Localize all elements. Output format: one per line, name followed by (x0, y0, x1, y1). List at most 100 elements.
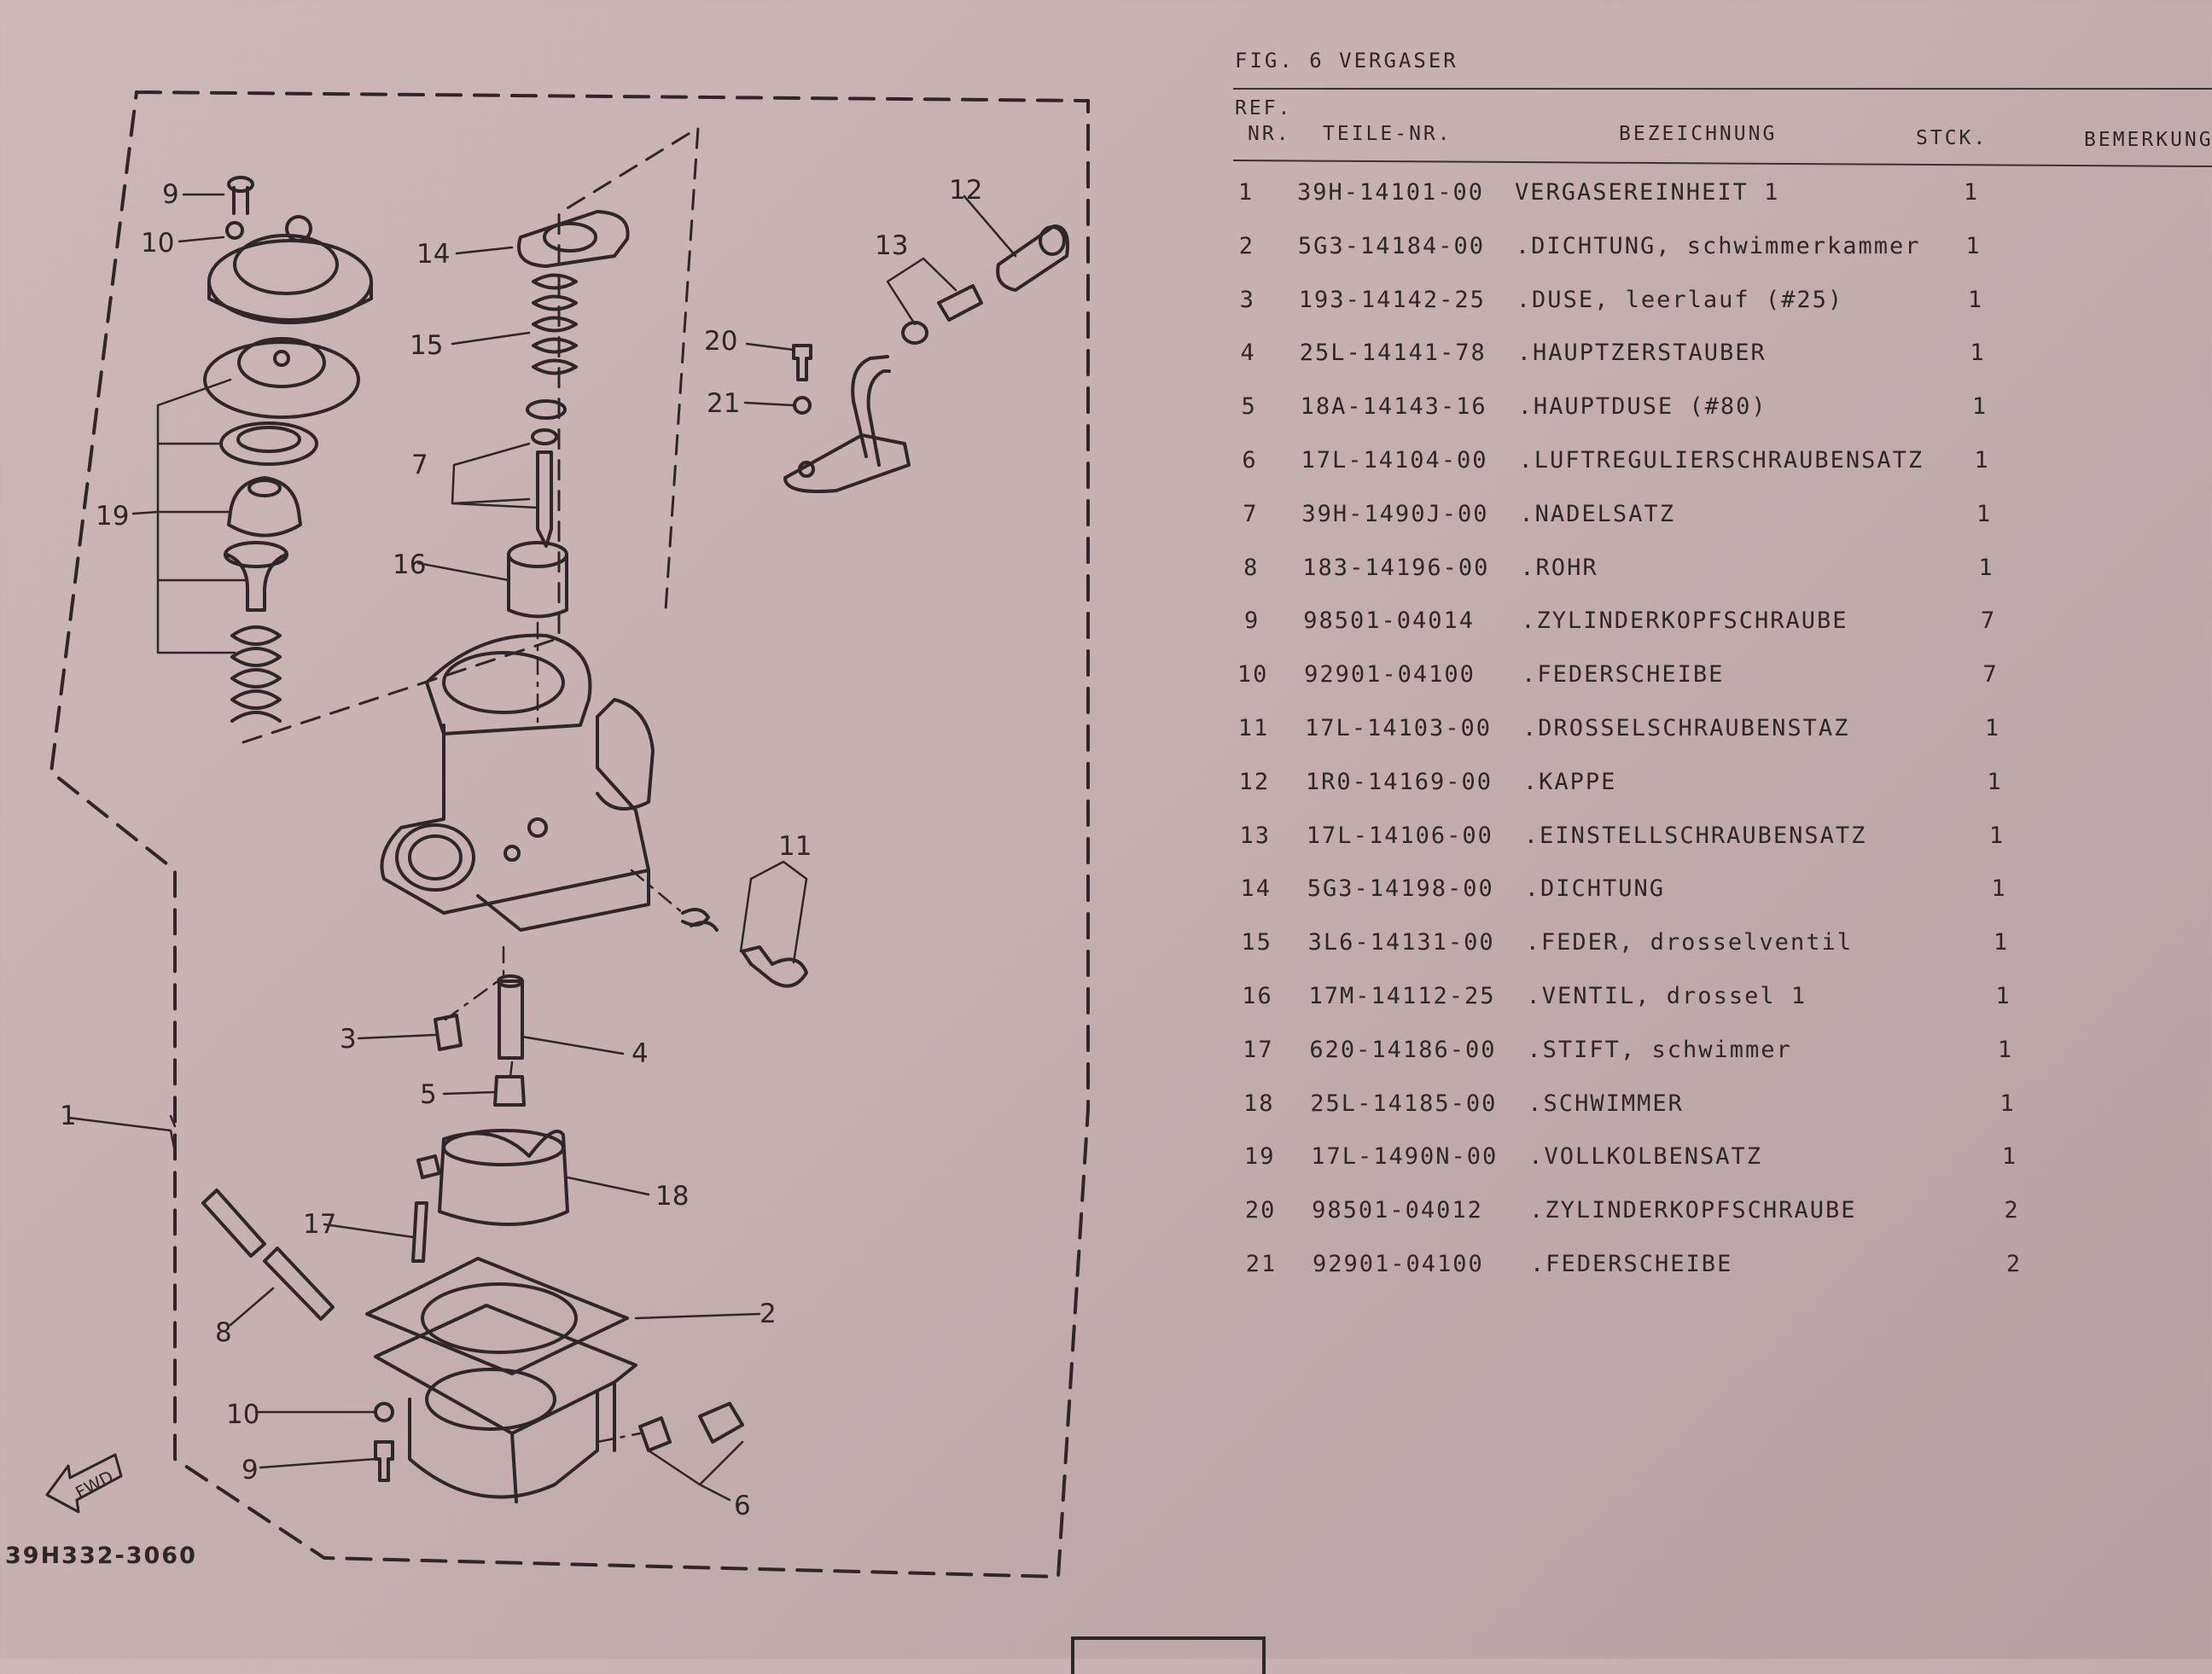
ref-cell: 21 (1244, 1251, 1278, 1277)
part-number-cell: 92901-04100 (1304, 661, 1476, 688)
quantity-cell: 1 (1969, 555, 2003, 581)
description-cell: .DICHTUNG (1525, 875, 1665, 902)
description-cell: .FEDERSCHEIBE (1530, 1251, 1732, 1277)
header-remark: BEMERKUNG (2084, 128, 2212, 154)
quantity-cell: 1 (1977, 769, 2011, 795)
quantity-cell: 1 (1959, 287, 1993, 313)
part-number-cell: 17L-14103-00 (1305, 715, 1492, 741)
callout-7: 7 (411, 450, 428, 480)
description-cell: .HAUPTZERSTAUBER (1517, 340, 1767, 366)
description-cell: .EINSTELLSCHRAUBENSATZ (1524, 822, 1867, 849)
cup-part (229, 478, 300, 536)
screw-9-bottom (375, 1442, 393, 1480)
centre-lines (445, 623, 683, 1442)
ring-part (221, 423, 317, 464)
ref-cell: 14 (1239, 875, 1273, 902)
pilot-jet-3-part (435, 1015, 461, 1049)
callout-12: 12 (949, 175, 982, 206)
quantity-cell: 1 (1988, 1037, 2023, 1063)
callout-5: 5 (420, 1079, 437, 1110)
carburetor-body-part (382, 636, 654, 930)
table-row: 10 92901-04100 .FEDERSCHEIBE 7 (1236, 661, 2212, 712)
header-rule (1233, 160, 2212, 167)
quantity-cell: 1 (1960, 340, 1994, 366)
quantity-cell: 7 (1971, 607, 2005, 634)
ref-cell: 20 (1243, 1197, 1278, 1224)
title-rule (1233, 88, 2212, 90)
part-number-cell: 18A-14143-16 (1301, 393, 1487, 420)
callout-16: 16 (393, 549, 426, 580)
callout-18: 18 (655, 1181, 689, 1212)
ref-cell: 15 (1240, 929, 1274, 956)
ref-cell: 5 (1232, 393, 1266, 420)
quantity-cell: 1 (1982, 875, 2016, 902)
main-jet-5-part (495, 1077, 524, 1105)
float-18-part (418, 1131, 568, 1224)
description-cell: .DROSSELSCHRAUBENSTAZ (1522, 715, 1849, 741)
ref-cell: 8 (1234, 555, 1268, 581)
part-number-cell: 5G3-14198-00 (1307, 875, 1494, 902)
header-ref-line1: REF. (1235, 96, 1292, 122)
description-cell: .FEDERSCHEIBE (1522, 661, 1724, 688)
leader-lines (68, 195, 1016, 1500)
part-number-cell: 5G3-14184-00 (1298, 233, 1485, 259)
part-number-cell: 98501-04014 (1303, 607, 1475, 634)
washer-21-part (795, 398, 810, 413)
quantity-cell: 1 (1976, 715, 2010, 741)
callout-1: 1 (60, 1101, 77, 1131)
ref-cell: 10 (1236, 661, 1270, 688)
table-row: 5 18A-14143-16 .HAUPTDUSE (#80) 1 (1232, 393, 2212, 445)
ref-cell: 16 (1241, 983, 1275, 1009)
quantity-cell: 1 (1987, 983, 2021, 1009)
description-cell: .KAPPE (1523, 769, 1617, 795)
quantity-cell: 1 (1956, 233, 1990, 259)
ref-cell: 3 (1231, 287, 1265, 313)
part-number-cell: 92901-04100 (1313, 1251, 1484, 1277)
tube-8-part-a (203, 1190, 265, 1256)
adjust-screw-13-part (903, 286, 981, 343)
quantity-cell: 2 (1997, 1251, 2031, 1277)
description-cell: .SCHWIMMER (1528, 1090, 1684, 1117)
part-number-cell: 3L6-14131-00 (1308, 929, 1495, 956)
float-pin-17-part (413, 1203, 427, 1261)
callout-20: 20 (704, 326, 737, 357)
header-ref-line2: NR. (1248, 122, 1291, 148)
ref-cell: 1 (1229, 179, 1263, 206)
description-cell: .NADELSATZ (1519, 501, 1675, 527)
table-row: 11 17L-14103-00 .DROSSELSCHRAUBENSTAZ 1 (1237, 715, 2212, 766)
description-cell: .VOLLKOLBENSATZ (1528, 1143, 1762, 1170)
ref-cell: 11 (1237, 715, 1271, 741)
callout-13: 13 (875, 230, 908, 261)
description-cell: .HAUPTDUSE (#80) (1518, 393, 1767, 420)
quantity-cell: 1 (1965, 447, 2000, 474)
description-cell: .DICHTUNG, schwimmerkammer (1516, 233, 1921, 259)
callout-11: 11 (778, 831, 812, 862)
cap-12-part (998, 226, 1068, 290)
header-qty: STCK. (1916, 126, 1988, 152)
ref-cell: 4 (1231, 340, 1266, 366)
table-row: 4 25L-14141-78 .HAUPTZERSTAUBER 1 (1231, 340, 2212, 391)
fwd-label: FWD (72, 1466, 116, 1503)
quantity-cell: 1 (1963, 393, 1997, 420)
part-number-cell: 620-14186-00 (1309, 1037, 1496, 1063)
callout-4: 4 (632, 1038, 649, 1069)
fwd-arrow-icon: FWD (47, 1455, 121, 1512)
callout-6: 6 (734, 1491, 751, 1521)
callout-9-bottom: 9 (242, 1455, 259, 1485)
part-number-cell: 25L-14141-78 (1300, 340, 1487, 366)
screw-20-part (794, 346, 811, 380)
quantity-cell: 1 (1954, 179, 1988, 206)
diaphragm-part (205, 339, 358, 417)
quantity-cell: 1 (1990, 1090, 2024, 1117)
quantity-cell: 1 (1993, 1143, 2027, 1170)
part-number-cell: 98501-04012 (1312, 1197, 1483, 1224)
quantity-cell: 7 (1973, 661, 2007, 688)
table-row: 21 92901-04100 .FEDERSCHEIBE 2 (1244, 1251, 2212, 1302)
callout-9-top: 9 (162, 179, 179, 210)
